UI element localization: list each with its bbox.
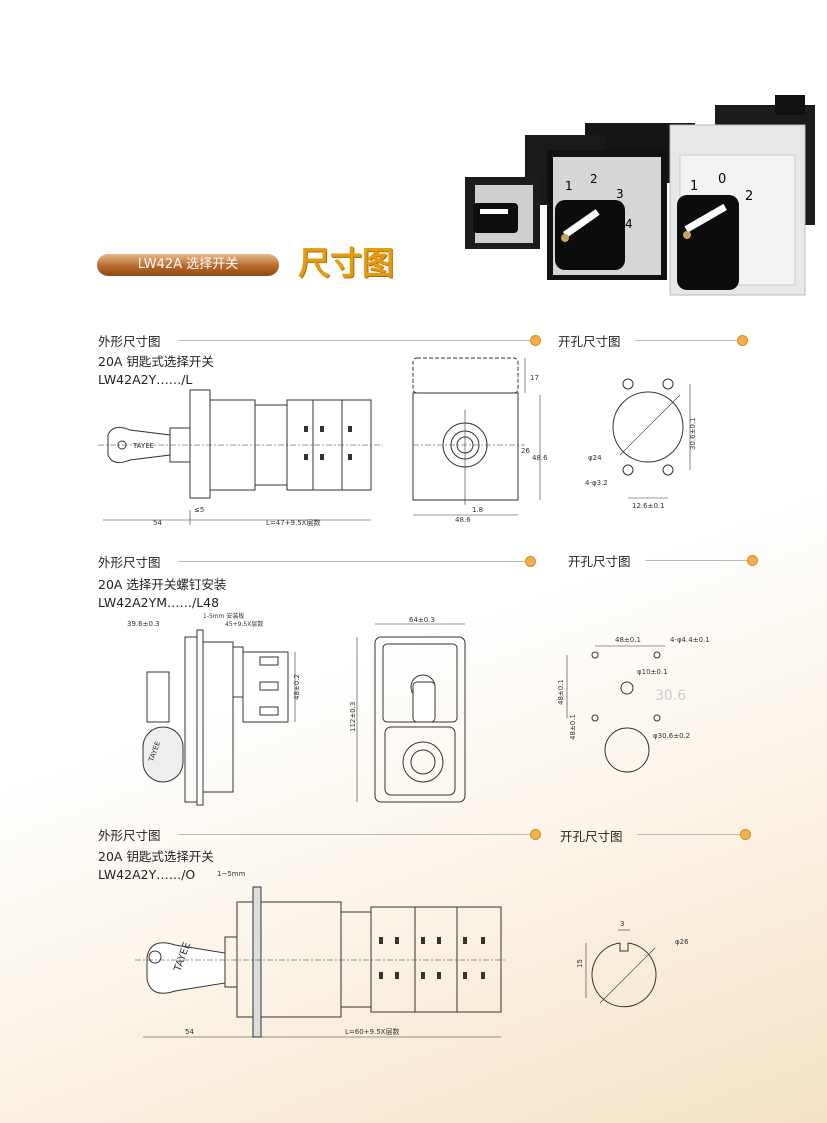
cutout-drawing-2: 48±0.1 4-φ4.4±0.1 φ10±0.1 φ30.6±0.2 48±0… bbox=[557, 636, 710, 773]
dim-phi30-6: φ30.6±0.2 bbox=[653, 732, 690, 740]
dim-length-1: L=47+9.5X层数 bbox=[266, 518, 320, 527]
dim-phi24: φ24 bbox=[588, 454, 602, 462]
dim-112: 112±0.3 bbox=[349, 702, 357, 732]
product-pill: LW42A 选择开关 bbox=[97, 254, 279, 276]
outline-drawing-2-front: 64±0.3 112±0.3 bbox=[349, 616, 466, 803]
dim-48-2: 48±0.2 bbox=[293, 674, 301, 700]
dim-45-len: 45+9.5X层数 bbox=[225, 620, 263, 628]
section-model-2: LW42A2YM……/L48 bbox=[98, 595, 220, 610]
section-divider-3b bbox=[637, 834, 742, 835]
switch-large-white: 1 0 2 bbox=[669, 124, 806, 296]
dim-48-v2: 48±0.1 bbox=[569, 714, 577, 740]
dim-phi10: φ10±0.1 bbox=[637, 668, 668, 676]
section-divider-1a bbox=[178, 340, 533, 341]
cutout-title-1: 开孔尺寸图 bbox=[558, 334, 621, 349]
switch-medium: 1 2 3 4 bbox=[547, 150, 667, 280]
outline-title-3: 外形尺寸图 bbox=[98, 828, 161, 843]
section-divider-2a bbox=[178, 561, 528, 562]
section-bullet-2b bbox=[747, 555, 758, 566]
dim-64: 64±0.3 bbox=[409, 616, 435, 624]
cutout-drawing-3: 3 φ26 15 bbox=[576, 920, 689, 1008]
cutout-title-2: 开孔尺寸图 bbox=[568, 554, 631, 569]
section-divider-1b bbox=[635, 340, 740, 341]
dim-48-v: 48±0.1 bbox=[557, 679, 565, 705]
dim-39-6: 39.6±0.3 bbox=[127, 620, 160, 628]
dim-15: 15 bbox=[576, 959, 584, 968]
outline-drawing-1-side: TAYEE 54 ≤5 L=47+9.5X层数 bbox=[98, 389, 383, 527]
dim-30-6: 30.6±0.1 bbox=[689, 417, 697, 450]
dial-label-1b: 1 bbox=[690, 179, 698, 194]
key-brand-1: TAYEE bbox=[132, 442, 154, 450]
dim-48-6-h: 48.6 bbox=[455, 516, 471, 524]
dim-1-8: 1.8 bbox=[472, 506, 483, 514]
dial-label-1: 1 bbox=[565, 179, 573, 193]
dial-label-2: 2 bbox=[590, 172, 598, 186]
section-desc-3: 20A 钥匙式选择开关 bbox=[98, 849, 214, 864]
dim-48-6-v: 48.6 bbox=[532, 454, 548, 462]
section-bullet-2a bbox=[525, 556, 536, 567]
dim-length-3: L=60+9.5X层数 bbox=[345, 1027, 399, 1036]
switch-small bbox=[465, 177, 540, 249]
dim-phi3-2: 4-φ3.2 bbox=[585, 479, 608, 487]
dim-17: 17 bbox=[530, 374, 539, 382]
dim-54-3: 54 bbox=[185, 1028, 194, 1036]
section-divider-3a bbox=[178, 834, 533, 835]
outline-drawing-3-side: 1~5mm TAYEE 54 L=60+9.5X层数 bbox=[135, 870, 505, 1038]
outline-drawing-2-side: 39.6±0.3 1-5mm 安装板 45+9.5X层数 TAYEE 48±0.… bbox=[127, 612, 301, 806]
dim-panel: 1-5mm 安装板 bbox=[203, 612, 244, 620]
dim-le5: ≤5 bbox=[194, 506, 204, 514]
product-photo: 1 2 3 4 1 0 2 bbox=[465, 95, 815, 296]
dim-phi26: φ26 bbox=[675, 938, 689, 946]
dim-48-h: 48±0.1 bbox=[615, 636, 641, 644]
page-title: 尺寸图 bbox=[298, 244, 395, 282]
section-model-1: LW42A2Y……/L bbox=[98, 372, 193, 387]
dim-3: 3 bbox=[620, 920, 624, 928]
dial-label-3: 3 bbox=[616, 187, 624, 201]
section-desc-2: 20A 选择开关螺钉安装 bbox=[98, 577, 227, 592]
section-bullet-3b bbox=[740, 829, 751, 840]
cutout-title-3: 开孔尺寸图 bbox=[560, 829, 623, 844]
outline-title-2: 外形尺寸图 bbox=[98, 555, 161, 570]
dim-phi4-4: 4-φ4.4±0.1 bbox=[670, 636, 710, 644]
outline-title-1: 外形尺寸图 bbox=[98, 334, 161, 349]
section-bullet-1a bbox=[530, 335, 541, 346]
section-model-3: LW42A2Y……/O bbox=[98, 867, 196, 882]
dim-1-5mm: 1~5mm bbox=[217, 870, 246, 878]
dial-label-2b: 2 bbox=[745, 189, 753, 204]
section-bullet-3a bbox=[530, 829, 541, 840]
section-bullet-1b bbox=[737, 335, 748, 346]
outline-drawing-1-front: 17 26 48.6 1.8 48.6 bbox=[412, 357, 548, 524]
dial-label-4: 4 bbox=[625, 217, 633, 231]
dial-label-0: 0 bbox=[718, 172, 726, 187]
section-desc-1: 20A 钥匙式选择开关 bbox=[98, 354, 214, 369]
dim-12-6: 12.6±0.1 bbox=[632, 502, 665, 510]
section-divider-2b bbox=[645, 560, 750, 561]
cutout-drawing-1: 30.6±0.1 φ24 4-φ3.2 12.6±0.1 bbox=[585, 378, 697, 510]
dim-54: 54 bbox=[153, 519, 162, 527]
watermark-value: 30.6 bbox=[655, 688, 686, 704]
dim-26: 26 bbox=[521, 447, 530, 455]
